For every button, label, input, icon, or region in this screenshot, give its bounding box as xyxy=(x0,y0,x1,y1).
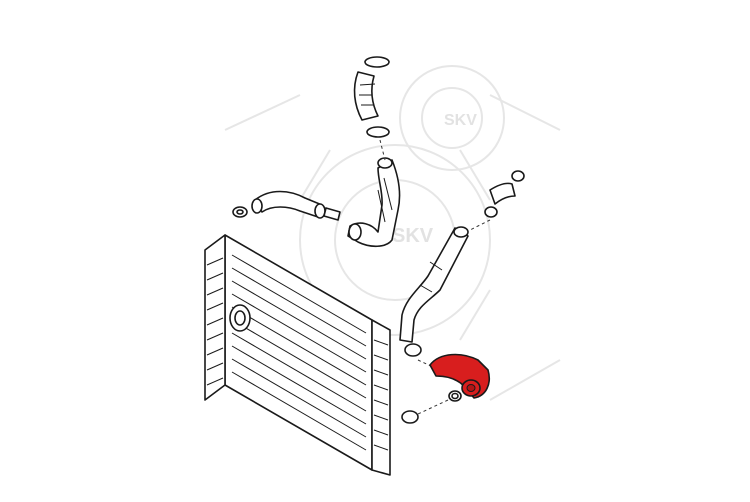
charge-pipe-center xyxy=(347,157,401,248)
hose-right-small xyxy=(469,170,525,231)
o-ring xyxy=(417,390,462,415)
watermark-text-top: SKV xyxy=(444,112,477,129)
watermark-text-center: SKV xyxy=(392,225,434,247)
intercooler-outlet-hose[interactable] xyxy=(429,353,490,399)
charge-pipe-right xyxy=(399,226,469,369)
upper-hose-top xyxy=(353,56,390,161)
intercooler xyxy=(204,234,419,476)
charge-air-hose-left xyxy=(232,190,341,221)
